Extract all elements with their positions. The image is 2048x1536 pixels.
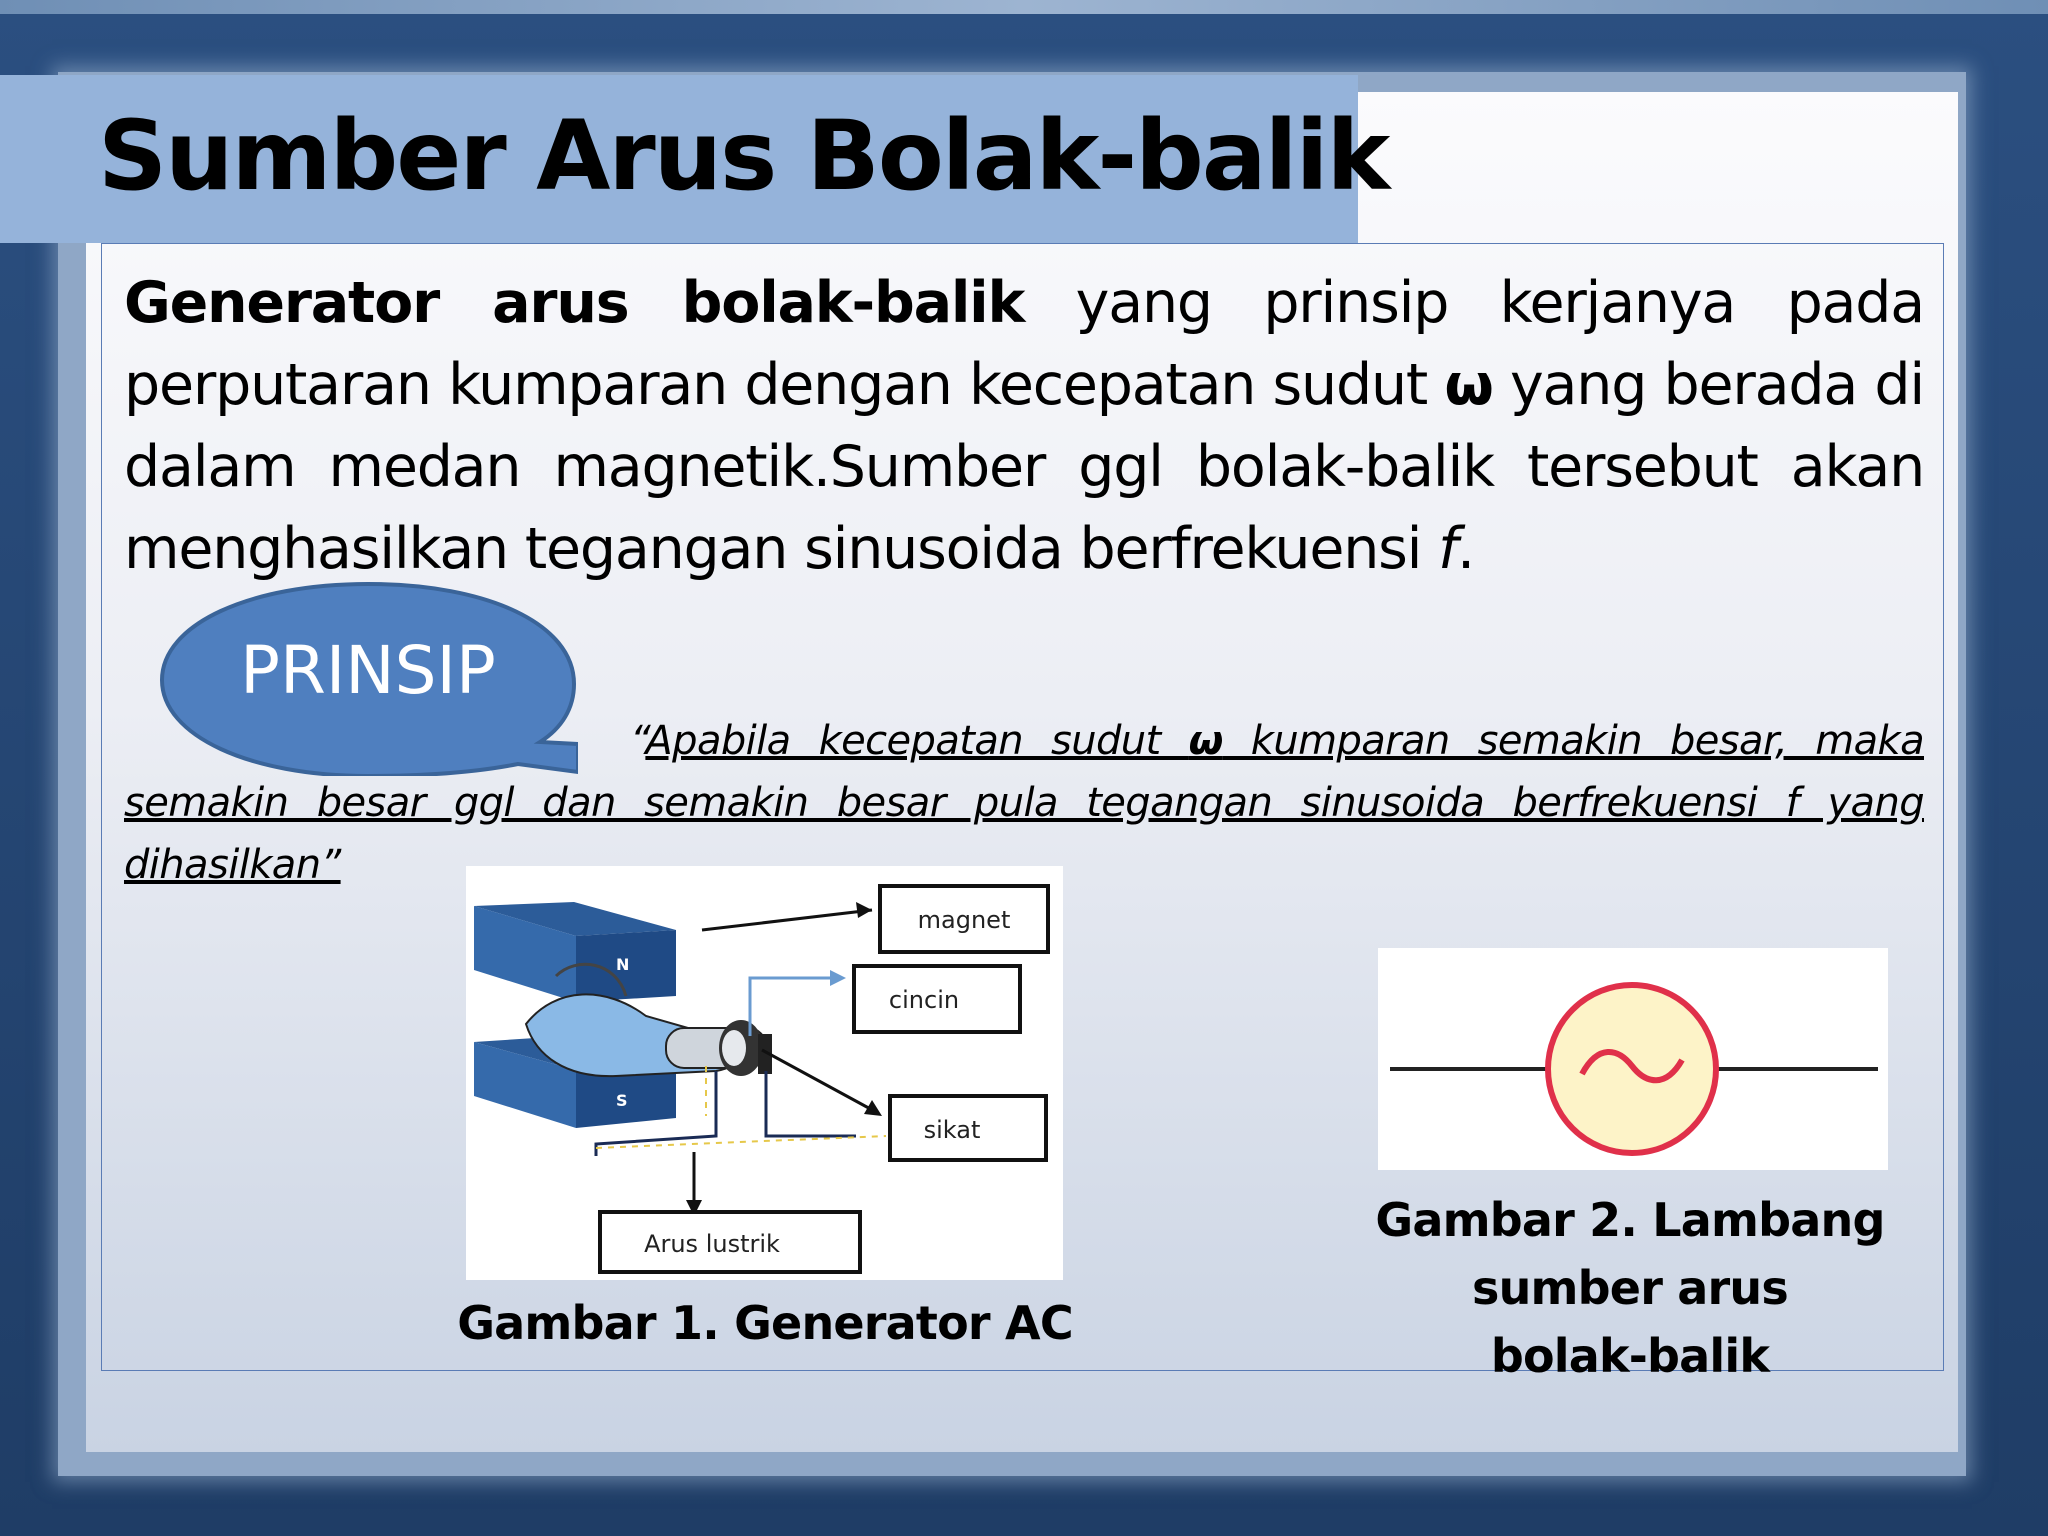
figure1-caption: Gambar 1. Generator AC (457, 1296, 1073, 1350)
quote-text-1: Apabila kecepatan sudut (645, 718, 1189, 764)
magnet-label-box (878, 884, 1050, 954)
quote-text-2: kumparan semakin besar, maka semakin bes… (124, 718, 1925, 888)
intro-bold-term: Generator arus bolak-balik (124, 270, 1025, 336)
slide-title: Sumber Arus Bolak-balik (98, 100, 1390, 212)
intro-text-2: yang berada di dalam medan magnetik.Sumb… (124, 352, 1925, 582)
intro-text-3: . (1457, 516, 1475, 582)
north-magnet (474, 902, 676, 1002)
current-label-box (598, 1210, 862, 1274)
content-box (101, 243, 1944, 1371)
brush-label: sikat (924, 1116, 981, 1144)
principle-label: PRINSIP (240, 632, 496, 709)
ac-source-symbol: ~ (1378, 948, 1888, 1170)
quote-open-mark: “ (630, 718, 646, 764)
principle-bubble (159, 581, 578, 776)
figure2-caption: Gambar 2. Lambang sumber arus bolak-bali… (1370, 1186, 1890, 1390)
south-label: S (616, 1091, 628, 1110)
intro-paragraph: Generator arus bolak-balik yang prinsip … (124, 262, 1925, 590)
frequency-symbol: f (1438, 516, 1458, 582)
principle-quote: “Apabila kecepatan sudut ω kumparan sema… (124, 710, 1925, 896)
brush-label-box (888, 1094, 1048, 1162)
north-label: N (616, 955, 629, 974)
figure2-caption-line-3: bolak-balik (1490, 1329, 1770, 1383)
generator-diagram: N S magnet cincin sikat Arus lustrik (466, 866, 1063, 1280)
figure2-caption-line-2: sumber arus (1472, 1261, 1789, 1315)
quote-omega: ω (1188, 718, 1224, 764)
intro-text-1: yang prinsip kerjanya pada perputaran ku… (124, 270, 1925, 418)
figure2-caption-line-1: Gambar 2. Lambang (1375, 1193, 1885, 1247)
ring-label-box (852, 964, 1022, 1034)
omega-symbol: ω (1444, 352, 1494, 418)
magnet-label: magnet (918, 906, 1011, 934)
ring-label: cincin (889, 986, 959, 1014)
title-bar (0, 75, 1358, 243)
current-label: Arus lustrik (644, 1230, 780, 1258)
